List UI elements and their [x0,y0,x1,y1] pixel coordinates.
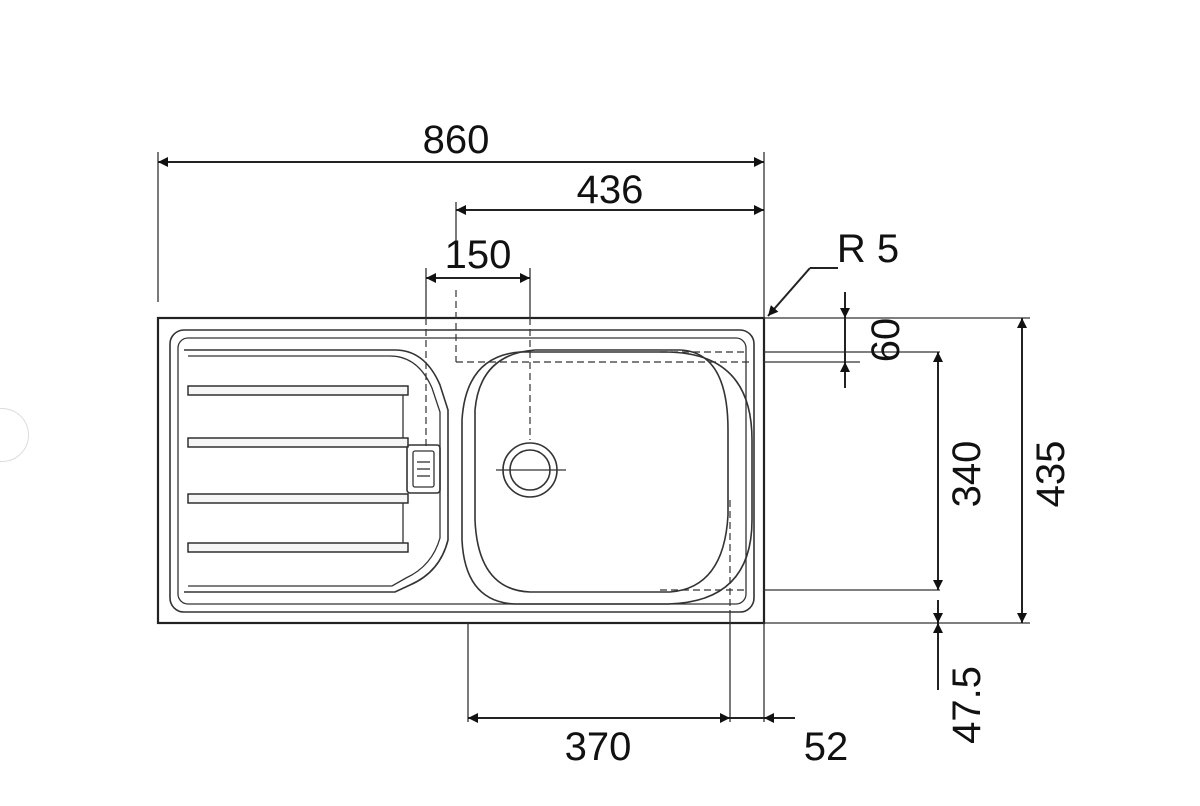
bowl-inner-outline [474,349,729,593]
sink-body [156,316,766,625]
dim-label-150: 150 [445,233,512,277]
drainboard [184,349,449,593]
drain-rib [187,542,409,553]
drain-rib [187,385,409,396]
dim-label-47-5: 47.5 [945,666,989,744]
sink-inner-rim [169,329,755,613]
dim-label-860: 860 [423,118,490,162]
dim-label-340: 340 [945,441,989,508]
sink-outer-outline [156,316,766,625]
radius-leader-arrow [767,267,811,317]
dim-label-435: 435 [1029,441,1073,508]
bowl-outer-outline [461,351,753,605]
dim-label-370: 370 [565,725,632,769]
drain-rib [187,437,409,448]
sink-bowl [461,349,753,605]
dim-label-52: 52 [804,725,849,769]
drainboard-outline [184,349,449,593]
dimension-labels: 860 436 150 R 5 60 340 435 47.5 370 52 [423,118,1073,769]
drain-rib [187,493,409,504]
dim-label-436: 436 [577,168,644,212]
sink-rim-inset [177,337,747,605]
dim-label-60: 60 [864,318,908,363]
extension-lines [157,152,1030,722]
dimension-lines [158,157,1027,723]
dim-label-r5: R 5 [837,227,899,271]
overflow-slot-icon [406,444,441,494]
